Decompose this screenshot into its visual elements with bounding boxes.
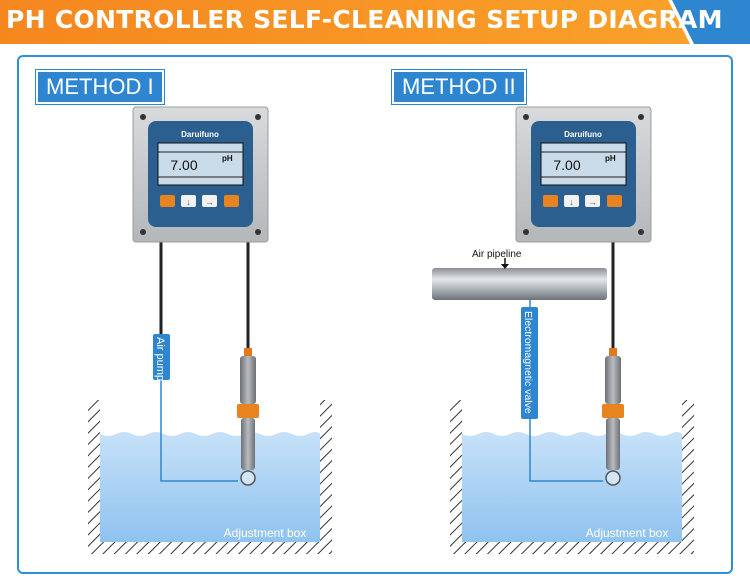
method-1-label: METHOD I: [36, 70, 164, 104]
diagram-frame: [17, 55, 733, 574]
valve-tag: [521, 307, 538, 419]
method-2-label: METHOD II: [392, 70, 526, 104]
down-arrow-icon: ↓: [569, 197, 574, 207]
air-pump-label: Air pump: [154, 337, 166, 381]
ph-unit: pH: [605, 154, 616, 163]
right-arrow-icon: →: [205, 197, 214, 207]
air-pipeline: [432, 268, 607, 300]
tank-1: Adjustment box: [88, 400, 332, 554]
down-arrow-icon: [501, 264, 509, 269]
valve-label: Electromagnetic valve: [522, 311, 534, 414]
method-2-group: Adjustment box Air pipeline Electromagne…: [432, 106, 694, 554]
air-pipeline-label: Air pipeline: [472, 249, 522, 260]
tank-2: Adjustment box: [450, 400, 694, 554]
enter-button[interactable]: [607, 195, 622, 207]
box-label: Adjustment box: [224, 526, 307, 540]
water: [462, 432, 682, 542]
header-banner: [0, 0, 750, 44]
brand-label: Daruifuno: [181, 130, 219, 139]
down-arrow-icon: ↓: [186, 197, 191, 207]
brand-label: Daruifuno: [564, 130, 602, 139]
controller-button[interactable]: [160, 195, 175, 207]
box-label: Adjustment box: [586, 526, 669, 540]
right-arrow-icon: →: [588, 197, 597, 207]
ph-probe-2: [602, 348, 624, 486]
air-tube: [160, 380, 238, 482]
controller-2: Daruifuno 7.00 pH ↓ →: [515, 106, 652, 243]
down-button[interactable]: [181, 195, 196, 207]
right-button[interactable]: [585, 195, 600, 207]
ph-value: 7.00: [170, 157, 197, 173]
method-1-group: Adjustment box Air pump Daruifuno: [88, 106, 332, 554]
controller-1: Daruifuno 7.00 pH ↓ →: [132, 106, 269, 243]
water: [100, 432, 320, 542]
down-button[interactable]: [564, 195, 579, 207]
right-button[interactable]: [202, 195, 217, 207]
page-title: PH CONTROLLER SELF-CLEANING SETUP DIAGRA…: [6, 5, 723, 34]
ph-value: 7.00: [553, 157, 580, 173]
air-pump-tag: [153, 334, 170, 380]
ph-probe-1: [237, 348, 259, 486]
enter-button[interactable]: [224, 195, 239, 207]
ph-unit: pH: [222, 154, 233, 163]
controller-button[interactable]: [543, 195, 558, 207]
